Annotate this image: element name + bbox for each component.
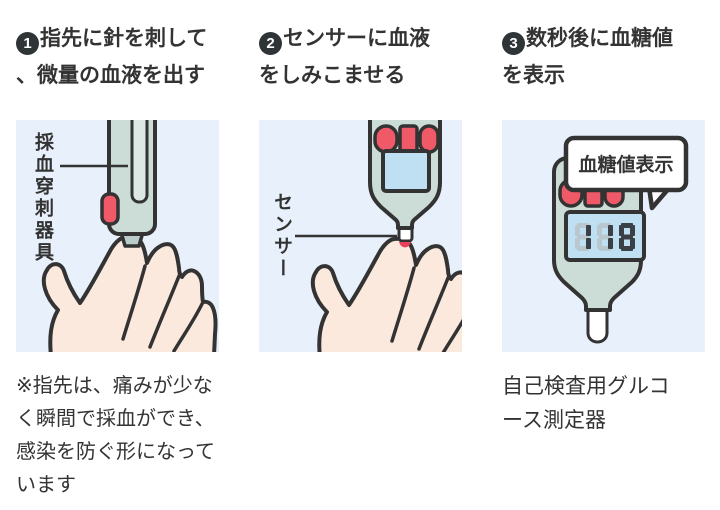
meter-screen bbox=[381, 149, 431, 193]
lancing-device-label: 採血穿刺器具 bbox=[32, 132, 53, 264]
meter-caption-line: ース測定器 bbox=[502, 409, 606, 432]
step-2-number-badge: 2 bbox=[259, 32, 282, 55]
footnote-line: 感染を防ぐ形になって bbox=[16, 441, 215, 463]
finger-crease bbox=[390, 266, 416, 343]
lancing-device-slot bbox=[130, 120, 149, 204]
meter-button bbox=[373, 124, 399, 154]
footnote-line: く瞬間で採血ができ、 bbox=[16, 408, 215, 430]
bubble-label: 血糖値表示 bbox=[578, 154, 674, 176]
step-3-title-line1: 数秒後に血糖値 bbox=[526, 27, 673, 50]
meter-display-digits bbox=[575, 223, 635, 251]
finger-crease bbox=[148, 274, 181, 349]
meter-button bbox=[398, 124, 419, 154]
meter-caption: 自己検査用グルコ ース測定器 bbox=[502, 370, 705, 438]
footnote: ※指先は、痛みが少な く瞬間で採血ができ、 感染を防ぐ形になって います bbox=[16, 370, 219, 502]
step-2-title-line1: センサーに血液 bbox=[283, 27, 430, 50]
finger-crease bbox=[172, 302, 204, 352]
lancing-illustration-svg bbox=[41, 120, 218, 352]
sensor-label: センサー bbox=[271, 192, 292, 280]
finger-crease bbox=[121, 264, 147, 341]
footnote-line: います bbox=[16, 474, 76, 496]
sensor-illustration-svg bbox=[295, 120, 462, 352]
hand-back bbox=[310, 236, 462, 352]
footnote-line: ※指先は、痛みが少な bbox=[16, 375, 213, 397]
step-1-title-line2: 、微量の血液を出す bbox=[16, 64, 205, 87]
step-3-illustration: 血糖値表示 bbox=[502, 120, 705, 352]
hand-group bbox=[310, 236, 462, 352]
step-1-number-badge: 1 bbox=[16, 32, 39, 55]
step-1-title-line1: 指先に針を刺して bbox=[40, 27, 208, 50]
meter-button bbox=[418, 124, 440, 154]
step-2-illustration: センサー bbox=[259, 120, 462, 352]
finger-crease bbox=[441, 318, 462, 352]
step-2-title-line2: をしみこませる bbox=[259, 64, 406, 87]
release-button bbox=[100, 192, 120, 226]
step-3-number-badge: 3 bbox=[502, 32, 525, 55]
meter-illustration-svg bbox=[552, 135, 689, 344]
hand-back bbox=[41, 234, 218, 352]
finger-crease bbox=[417, 276, 450, 351]
step-3-title-line2: を表示 bbox=[502, 64, 565, 87]
blood-drop bbox=[399, 242, 411, 248]
step-1-illustration: 採血穿刺器具 bbox=[16, 120, 219, 352]
meter-caption-line: 自己検査用グルコ bbox=[502, 375, 670, 398]
speech-bubble bbox=[563, 135, 689, 193]
